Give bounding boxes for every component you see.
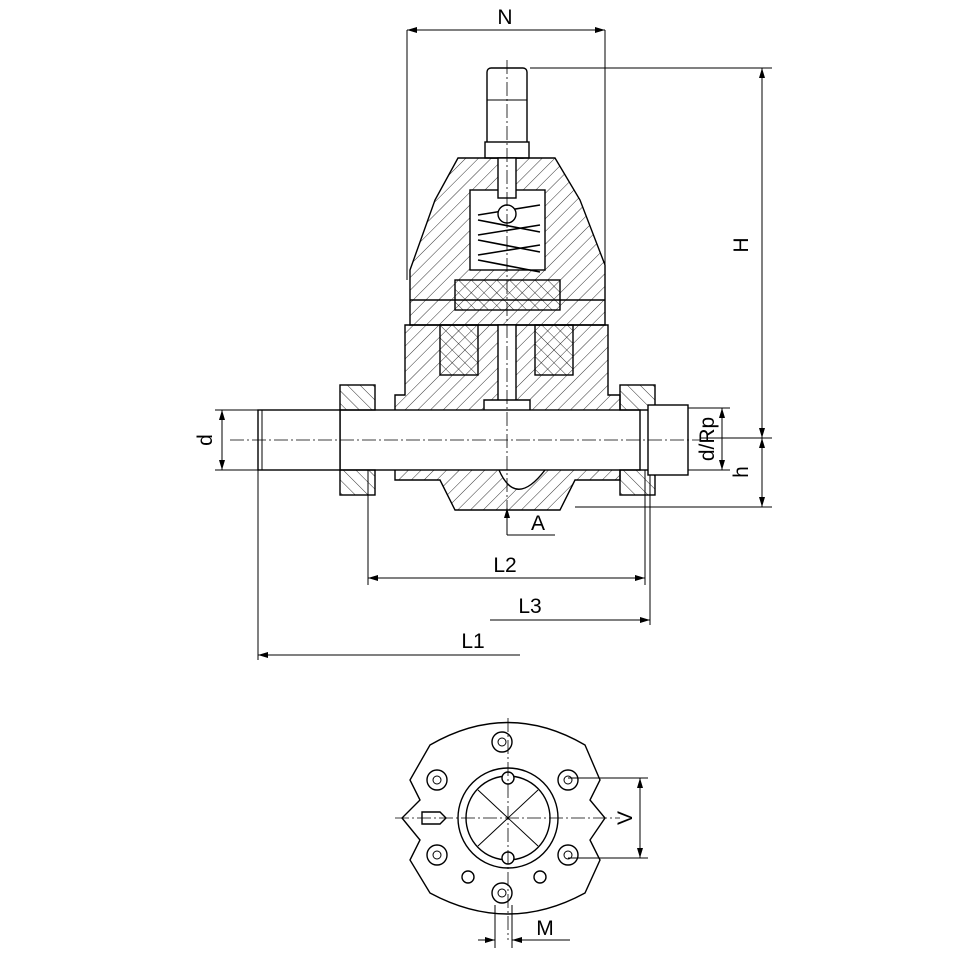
dim-label-d: d [194, 434, 217, 446]
bolt [557, 769, 579, 791]
bolt [491, 882, 513, 904]
bolt [557, 844, 579, 866]
bolt [426, 844, 448, 866]
dim-label-h-small: h [730, 466, 753, 478]
dim-label-l1: L1 [461, 630, 484, 653]
view-label-a: A [531, 512, 545, 535]
bolts [426, 731, 579, 904]
bottom-view: V M [395, 718, 648, 948]
diaphragm-plate [454, 279, 561, 311]
dim-label-v: V [614, 811, 637, 825]
dim-label-d-rp: d/Rp [696, 417, 719, 461]
dim-label-h-height: H [730, 237, 753, 252]
section-view [230, 60, 700, 520]
dim-label-m: M [536, 917, 554, 940]
dimensions: N H h d/Rp d A L2 L3 L1 [194, 6, 772, 660]
left-nut-bottom [339, 469, 376, 496]
dim-label-l2: L2 [493, 554, 516, 577]
left-nut-top [339, 384, 376, 411]
dim-label-n: N [497, 6, 512, 29]
bolt [426, 769, 448, 791]
dim-label-l3: L3 [518, 595, 541, 618]
bolt [491, 731, 513, 753]
